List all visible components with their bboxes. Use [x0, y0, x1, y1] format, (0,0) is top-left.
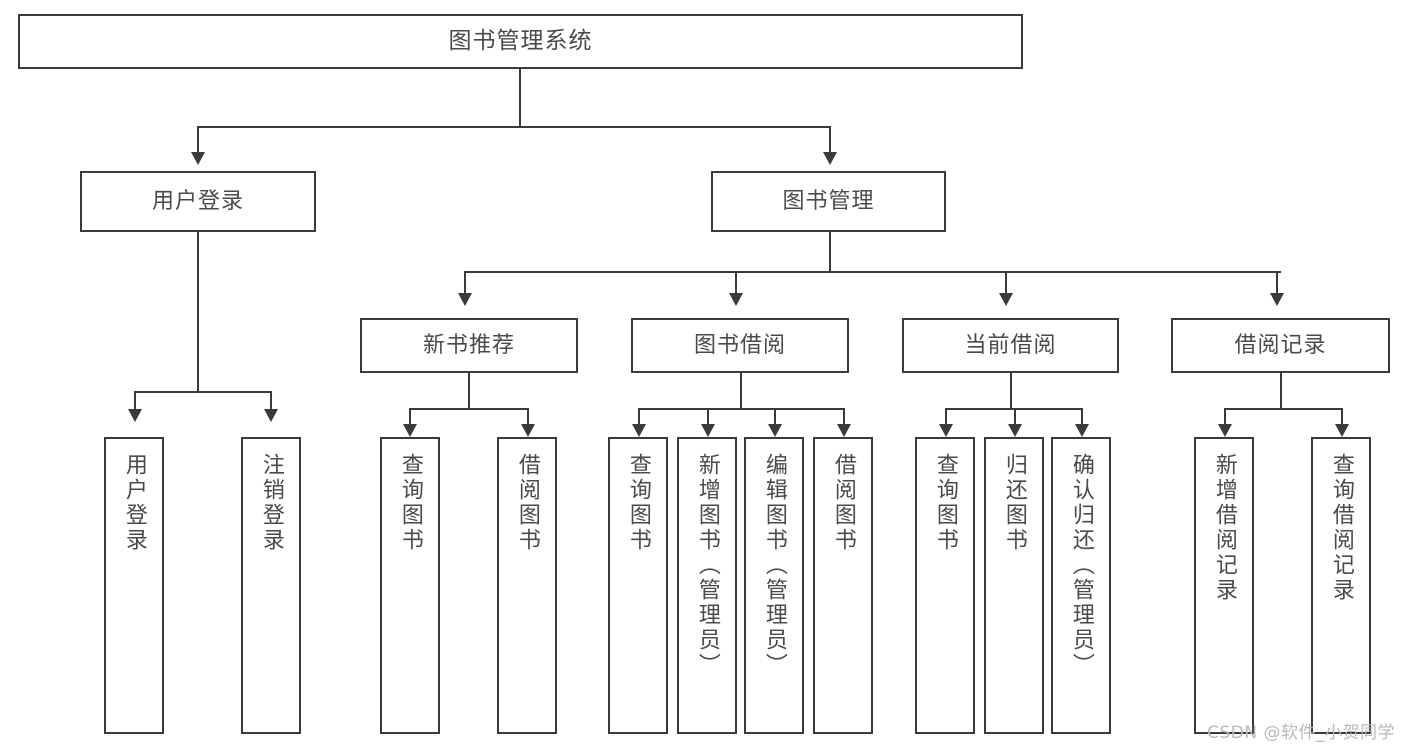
leaf-query-borrow-record[interactable]: 查询借阅记录: [1311, 437, 1371, 734]
arrowhead-br-leaf2: [1335, 424, 1349, 437]
connector-current-borrow-stem: [1010, 373, 1012, 409]
connector-nbr-leaf1: [409, 408, 411, 426]
leaf-label: 查询图书: [932, 453, 958, 553]
connector-to-book-borrow: [735, 271, 737, 294]
arrowhead-to-borrow-record: [1270, 293, 1284, 306]
connector-root-stem: [519, 69, 521, 127]
leaf-label: 查询借阅记录: [1328, 453, 1354, 603]
node-label: 新书推荐: [422, 332, 515, 358]
leaf-label: 用户登录: [121, 453, 147, 553]
arrowhead-bb-leaf3: [768, 424, 782, 437]
leaf-label: 注销登录: [258, 453, 284, 553]
leaf-logout[interactable]: 注销登录: [241, 437, 301, 734]
node-label: 图书管理: [782, 188, 875, 214]
leaf-query-book-current[interactable]: 查询图书: [915, 437, 975, 734]
connector-book-management-stem: [829, 232, 831, 272]
connector-to-new-book-recommend: [464, 271, 466, 294]
arrowhead-user-login-to-leaf1: [128, 409, 142, 422]
arrowhead-root-to-book-management: [823, 152, 837, 165]
leaf-return-book[interactable]: 归还图书: [984, 437, 1044, 734]
arrowhead-cb-leaf2: [1008, 424, 1022, 437]
leaf-edit-book-admin[interactable]: 编辑图书（管理员）: [744, 437, 804, 734]
arrowhead-user-login-to-leaf2: [264, 409, 278, 422]
node-book-borrow[interactable]: 图书借阅: [631, 318, 849, 373]
connector-br-leaf2: [1341, 408, 1343, 426]
node-label: 当前借阅: [964, 332, 1057, 358]
leaf-label: 借阅图书: [830, 453, 856, 553]
connector-cb-leaf2: [1014, 408, 1016, 426]
leaf-label: 编辑图书（管理员）: [761, 453, 787, 678]
arrowhead-root-to-user-login: [191, 152, 205, 165]
node-label: 图书管理系统: [448, 28, 593, 55]
connector-borrow-record-stem: [1280, 373, 1282, 409]
arrowhead-bb-leaf2: [701, 424, 715, 437]
connector-cb-leaf3: [1081, 408, 1083, 426]
node-label: 借阅记录: [1234, 332, 1327, 358]
node-borrow-record[interactable]: 借阅记录: [1171, 318, 1390, 373]
connector-user-login-stem: [197, 232, 199, 392]
connector-book-borrow-bus: [638, 408, 844, 410]
arrowhead-nbr-leaf2: [521, 424, 535, 437]
leaf-label: 确认归还（管理员）: [1068, 453, 1094, 678]
arrowhead-bb-leaf4: [837, 424, 851, 437]
connector-bb-leaf4: [843, 408, 845, 426]
arrowhead-to-current-borrow: [999, 293, 1013, 306]
connector-user-login-to-leaf2: [270, 391, 272, 410]
leaf-borrow-book[interactable]: 借阅图书: [813, 437, 873, 734]
connector-bb-leaf1: [638, 408, 640, 426]
connector-cb-leaf1: [945, 408, 947, 426]
leaf-user-login[interactable]: 用户登录: [104, 437, 164, 734]
node-label: 用户登录: [151, 188, 244, 214]
connector-to-borrow-record: [1276, 271, 1278, 294]
connector-borrow-record-bus: [1224, 408, 1342, 410]
connector-new-book-recommend-bus: [409, 408, 528, 410]
node-user-login[interactable]: 用户登录: [80, 171, 316, 232]
connector-root-to-user-login: [197, 126, 199, 153]
connector-root-to-book-management: [829, 126, 831, 153]
arrowhead-br-leaf1: [1218, 424, 1232, 437]
leaf-add-book-admin[interactable]: 新增图书（管理员）: [677, 437, 737, 734]
leaf-query-book-recommend[interactable]: 查询图书: [380, 437, 440, 734]
node-root-book-management-system[interactable]: 图书管理系统: [18, 14, 1023, 69]
connector-current-borrow-bus: [945, 408, 1082, 410]
node-current-borrow[interactable]: 当前借阅: [902, 318, 1119, 373]
connector-root-bus: [198, 126, 830, 128]
connector-bb-leaf3: [774, 408, 776, 426]
arrowhead-cb-leaf3: [1075, 424, 1089, 437]
connector-to-current-borrow: [1005, 271, 1007, 294]
leaf-add-borrow-record[interactable]: 新增借阅记录: [1194, 437, 1254, 734]
connector-book-borrow-stem: [740, 373, 742, 409]
node-new-book-recommend[interactable]: 新书推荐: [360, 318, 578, 373]
node-label: 图书借阅: [693, 332, 786, 358]
leaf-borrow-book-recommend[interactable]: 借阅图书: [497, 437, 557, 734]
node-book-management[interactable]: 图书管理: [711, 171, 946, 232]
leaf-label: 归还图书: [1001, 453, 1027, 553]
arrowhead-to-new-book-recommend: [458, 293, 472, 306]
arrowhead-cb-leaf1: [939, 424, 953, 437]
connector-user-login-to-leaf1: [134, 391, 136, 410]
arrowhead-to-book-borrow: [729, 293, 743, 306]
connector-new-book-recommend-stem: [468, 373, 470, 409]
arrowhead-bb-leaf1: [632, 424, 646, 437]
leaf-label: 新增借阅记录: [1211, 453, 1237, 603]
connector-bb-leaf2: [707, 408, 709, 426]
leaf-label: 查询图书: [397, 453, 423, 553]
leaf-label: 查询图书: [625, 453, 651, 553]
connector-br-leaf1: [1224, 408, 1226, 426]
arrowhead-nbr-leaf1: [403, 424, 417, 437]
leaf-label: 新增图书（管理员）: [694, 453, 720, 678]
leaf-confirm-return-admin[interactable]: 确认归还（管理员）: [1051, 437, 1111, 734]
leaf-query-book-borrow[interactable]: 查询图书: [608, 437, 668, 734]
connector-level3-bus: [464, 271, 1281, 273]
connector-user-login-bus: [134, 391, 271, 393]
leaf-label: 借阅图书: [514, 453, 540, 553]
connector-nbr-leaf2: [527, 408, 529, 426]
